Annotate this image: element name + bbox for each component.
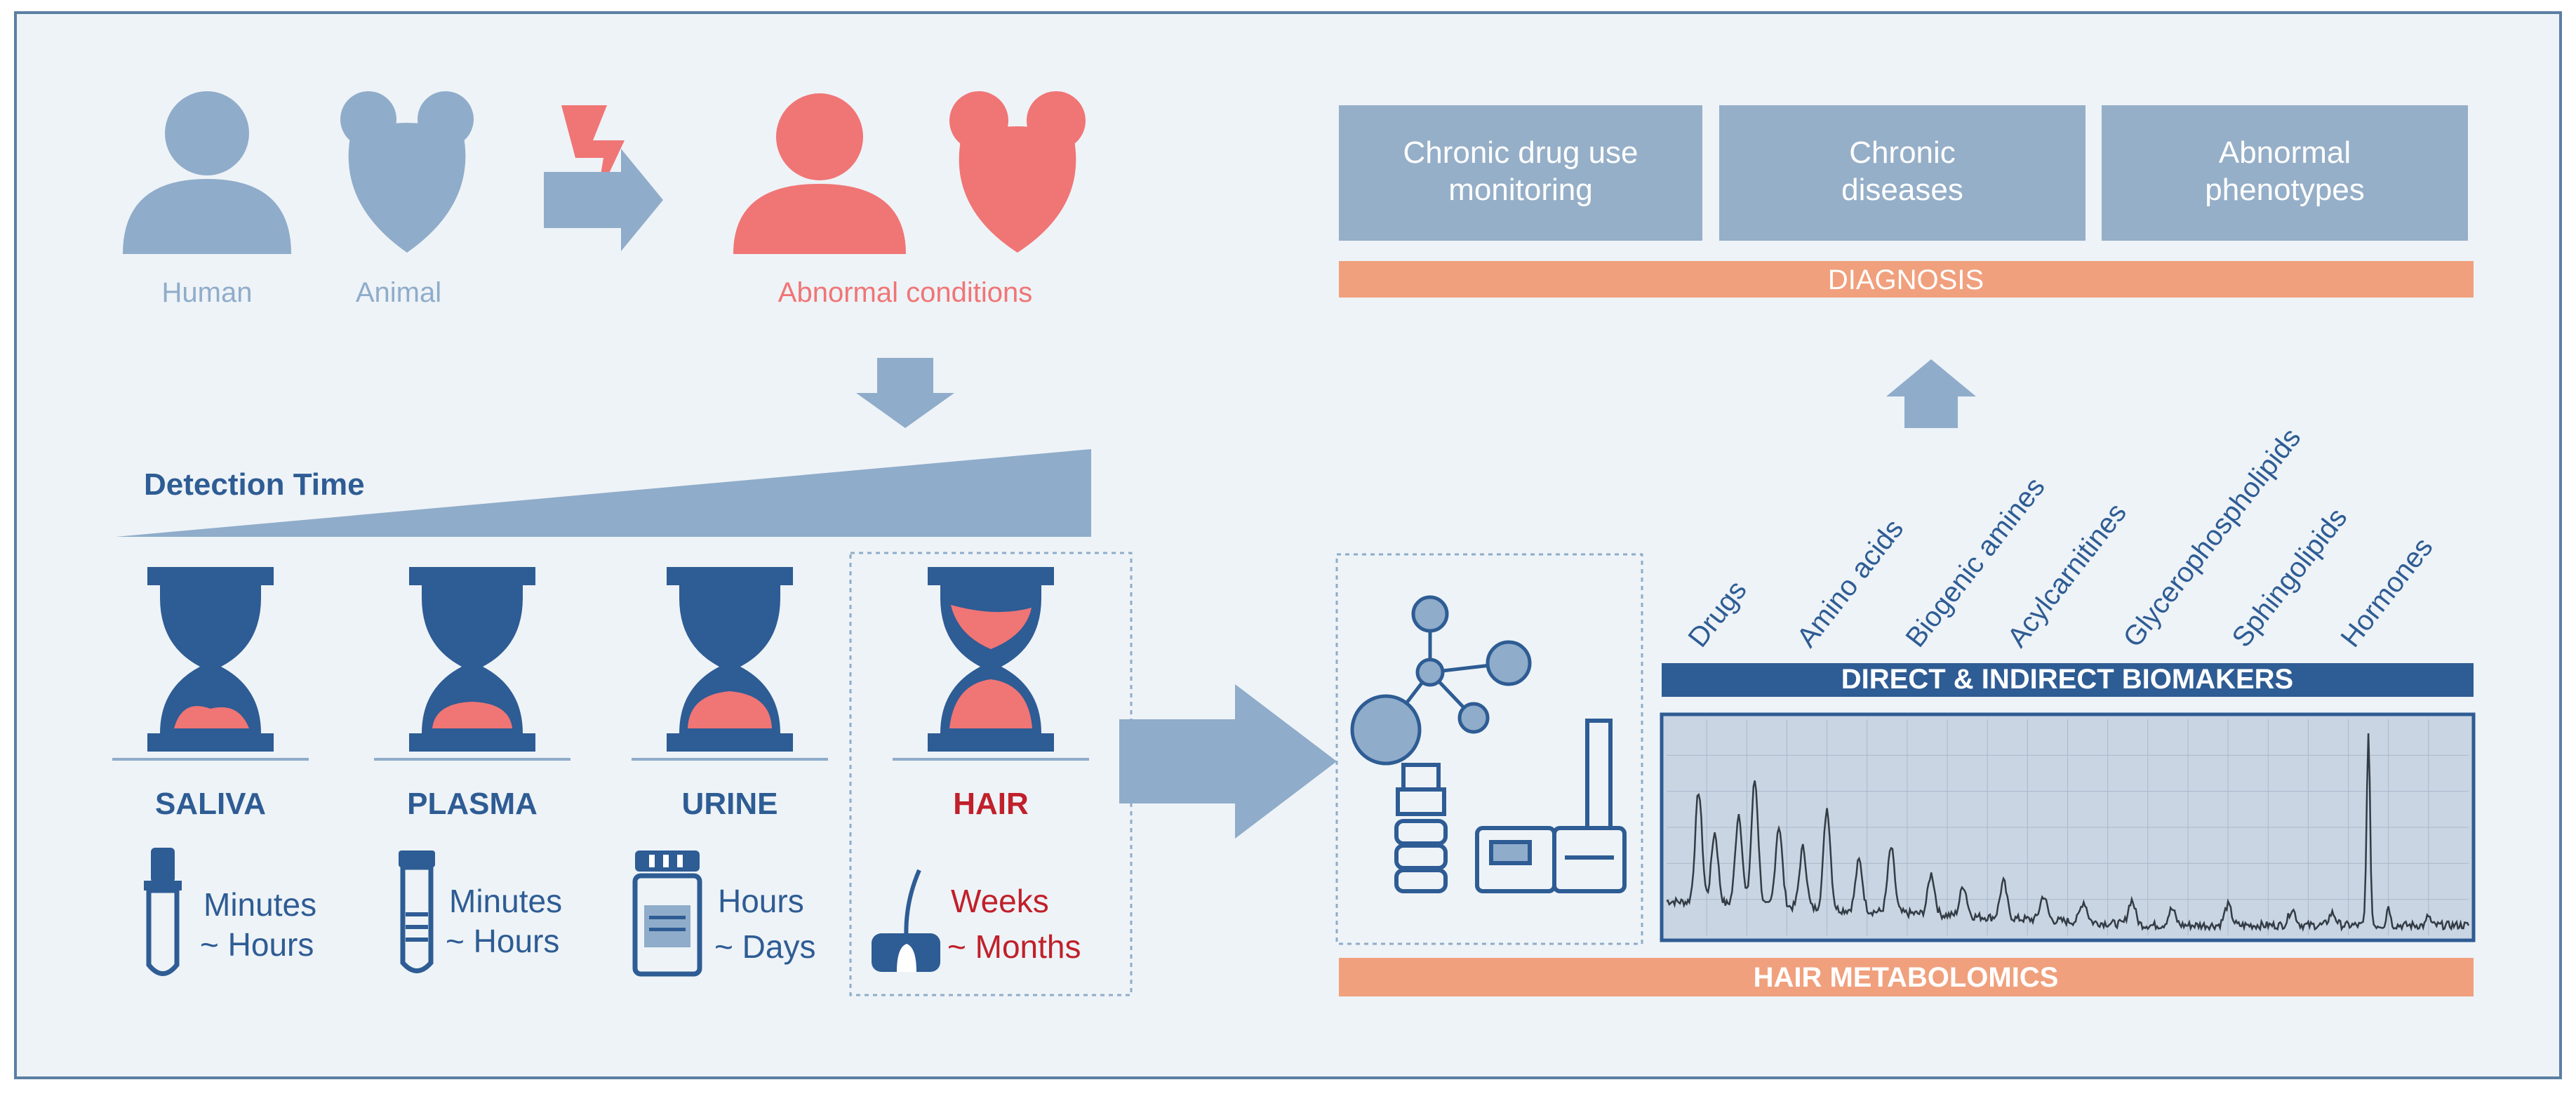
- hair-metabolomics-label: HAIR METABOLOMICS: [1754, 962, 2059, 993]
- urine-window-line2: ~ Days: [714, 928, 815, 965]
- urine-window-line1: Hours: [718, 883, 804, 919]
- plasma-window-line1: Minutes: [449, 883, 562, 919]
- urine-cup-icon: [632, 850, 702, 977]
- molecule-icon: [1350, 595, 1532, 766]
- mouse-icon: [340, 91, 474, 253]
- diagnosis-box-1: Chronic drug use monitoring: [1339, 105, 1702, 241]
- detection-time-wedge: [116, 449, 1091, 537]
- hourglass-saliva: [112, 567, 309, 761]
- diagnosis-box-3-line1: Abnormal: [2219, 135, 2351, 170]
- instrument-box: [1335, 553, 1643, 945]
- hourglass-plasma: [374, 567, 570, 761]
- sample-name-urine: URINE: [682, 787, 778, 821]
- lightning-icon: [561, 105, 625, 200]
- human-label: Human: [162, 277, 253, 308]
- hourglass-hair: [893, 567, 1089, 761]
- biomarkers-header-bar: [1662, 663, 2474, 697]
- hair-metabolomics-bar: [1339, 958, 2474, 996]
- sample-name-hair: HAIR: [953, 787, 1029, 821]
- human-icon: [123, 91, 291, 254]
- sample-name-saliva: SALIVA: [155, 787, 266, 821]
- diagnosis-box-3: Abnormal phenotypes: [2102, 105, 2468, 241]
- dropper-icon: [144, 848, 182, 976]
- abnormal-conditions-label: Abnormal conditions: [778, 277, 1032, 308]
- sample-name-plasma: PLASMA: [407, 787, 538, 821]
- diagnosis-bar-label: DIAGNOSIS: [1828, 265, 1984, 295]
- diagnosis-box-1-line1: Chronic drug use: [1403, 135, 1638, 170]
- hair-highlight-box: [849, 552, 1133, 996]
- down-arrow-icon: [856, 358, 954, 428]
- chromatogram-grid: [1667, 719, 2469, 935]
- biomarkers-header: DIRECT & INDIRECT BIOMAKERS: [1841, 664, 2293, 695]
- big-right-arrow-icon: [1119, 684, 1337, 839]
- hair-window-line1: Weeks: [951, 883, 1049, 919]
- hair-follicle-icon: [872, 869, 940, 972]
- right-arrow-icon: [544, 149, 663, 251]
- plasma-window-line2: ~ Hours: [446, 923, 559, 959]
- hair-window-line2: ~ Months: [947, 928, 1081, 965]
- chromatogram-trace: [1666, 733, 2470, 933]
- diagnosis-box-3-line2: phenotypes: [2205, 173, 2365, 207]
- diagnosis-box-2-line2: diseases: [1841, 173, 1963, 207]
- test-tube-icon: [399, 850, 435, 973]
- mass-spectrometer-icon: [1394, 719, 1627, 893]
- hourglass-urine: [632, 567, 828, 761]
- diagnosis-box-1-line2: monitoring: [1448, 173, 1592, 207]
- saliva-window-line1: Minutes: [203, 886, 316, 923]
- animal-label: Animal: [356, 277, 441, 308]
- up-arrow-icon: [1886, 359, 1976, 428]
- diagnosis-box-2-line1: Chronic: [1849, 135, 1956, 170]
- abnormal-mouse-icon: [949, 91, 1086, 253]
- detection-time-label: Detection Time: [144, 467, 365, 502]
- saliva-window-line2: ~ Hours: [200, 926, 314, 963]
- diagnosis-bar: [1339, 261, 2474, 298]
- diagnosis-box-2: Chronic diseases: [1719, 105, 2086, 241]
- abnormal-human-icon: [733, 93, 906, 254]
